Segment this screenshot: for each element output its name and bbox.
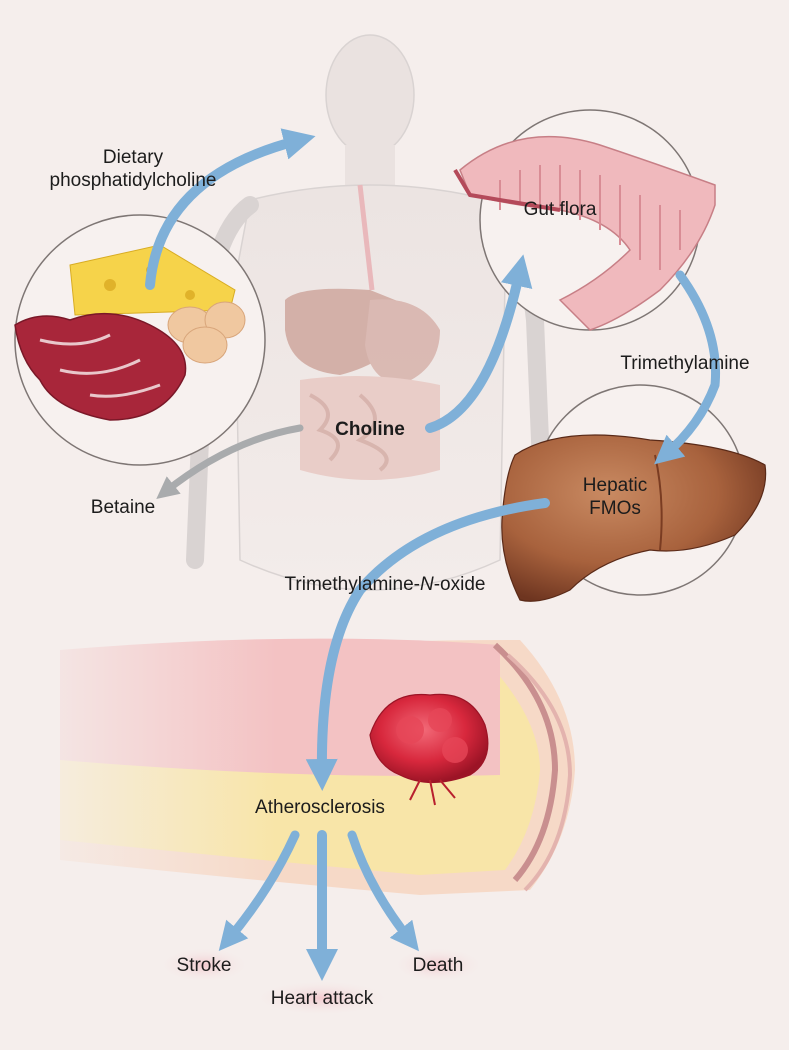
- trimethylamine-label: Trimethylamine: [620, 353, 750, 374]
- arrow-choline-to-gut: [425, 254, 533, 433]
- arrow-gut-to-liver: [654, 270, 721, 465]
- choline-label: Choline: [335, 419, 405, 440]
- arrow-to-death: [347, 830, 419, 952]
- arrow-to-stroke: [218, 830, 300, 952]
- food-circle: [14, 214, 266, 466]
- death-label: Death: [412, 955, 464, 976]
- dietary-line-2: phosphatidylcholine: [49, 170, 217, 191]
- betaine-label: Betaine: [90, 497, 156, 518]
- death-glow: [392, 947, 484, 983]
- arrow-liver-to-artery: [305, 498, 550, 791]
- arrow-choline-to-betaine: [156, 424, 304, 499]
- hepatic-line-2: FMOs: [589, 498, 641, 519]
- tmao-suffix: -oxide: [433, 574, 486, 595]
- dietary-line-1: Dietary: [102, 147, 164, 168]
- pathway-arrows: [145, 128, 721, 982]
- heart-attack-label: Heart attack: [270, 988, 374, 1009]
- tmao-prefix: Trimethylamine-: [284, 574, 421, 595]
- atherosclerosis-label: Atherosclerosis: [255, 797, 385, 818]
- arrow-food-to-body: [145, 128, 316, 290]
- digestive-organs: [285, 288, 440, 480]
- hepatic-line-1: Hepatic: [582, 475, 648, 496]
- artery-illustration: [0, 620, 789, 920]
- stroke-glow: [158, 947, 250, 983]
- tmao-italic-n: N: [420, 574, 434, 595]
- trimethylamine-n-oxide-label: Trimethylamine-N-oxide: [250, 573, 520, 596]
- hepatic-fmos-label: Hepatic FMOs: [555, 474, 675, 520]
- dietary-phosphatidylcholine-label: Dietary phosphatidylcholine: [18, 146, 248, 192]
- stroke-label: Stroke: [176, 955, 232, 976]
- gut-flora-label: Gut flora: [523, 199, 597, 220]
- gut-flora-circle: [453, 109, 716, 331]
- liver-circle: [501, 384, 767, 602]
- heart-attack-glow: [252, 980, 392, 1016]
